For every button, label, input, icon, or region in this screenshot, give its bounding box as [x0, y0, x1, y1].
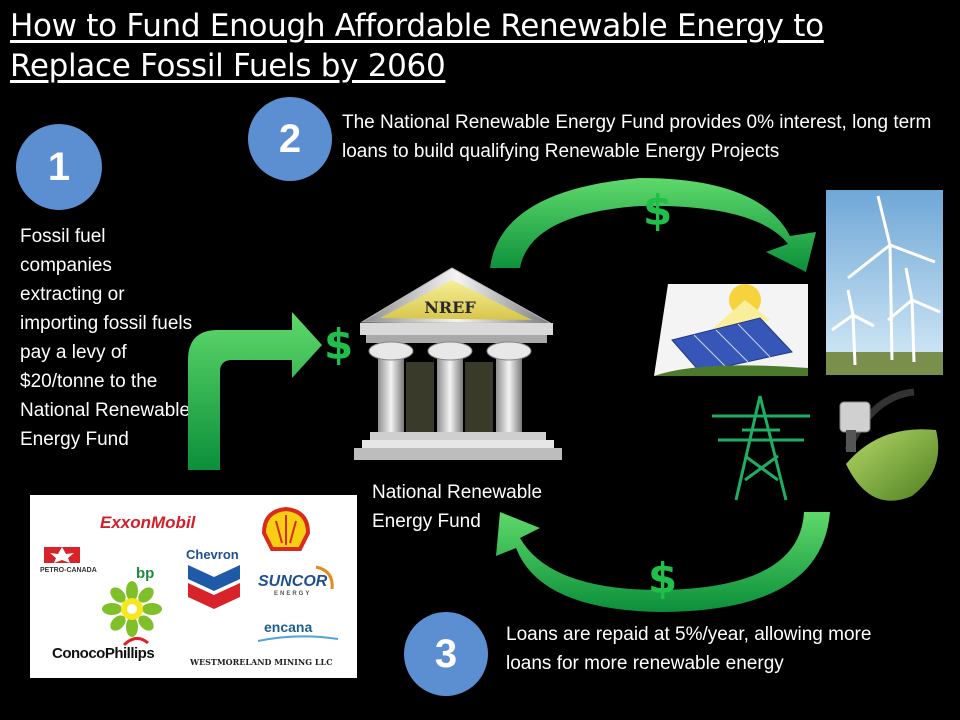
logo-suncor-sub: ENERGY: [274, 591, 312, 597]
fossil-fuel-company-logos: ExxonMobil PETRO-CANADA bp Chevron SUNCO…: [30, 495, 357, 678]
logo-suncor: SUNCOR: [258, 573, 328, 590]
page-title: How to Fund Enough Affordable Renewable …: [10, 8, 824, 84]
logo-westmoreland: WESTMORELAND MINING LLC: [190, 657, 333, 667]
power-tower-icon: [712, 395, 810, 501]
arrow-repayment: [496, 512, 830, 612]
wind-turbines-icon: [826, 190, 943, 375]
fund-caption: National Renewable Energy Fund: [372, 482, 543, 532]
arrow-levy: [188, 312, 322, 470]
chevron-chevrons-icon: [188, 565, 240, 609]
petrocanada-leaf-icon: [44, 547, 80, 563]
logo-encana: encana: [264, 619, 313, 635]
suncor-arc-icon: [315, 565, 334, 590]
logo-conocophillips: ConocoPhillips: [52, 645, 155, 662]
step-2-circle: 2: [248, 97, 332, 181]
step-1-text: Fossil fuel companies extracting or impo…: [20, 226, 193, 450]
encana-swoosh-icon: [257, 635, 339, 642]
solar-panel-icon: [654, 284, 808, 376]
logo-chevron: Chevron: [186, 547, 239, 562]
logo-exxonmobil: ExxonMobil: [100, 513, 196, 532]
shell-logo-icon: [261, 506, 311, 551]
dollar-sign-loans: $: [643, 186, 673, 235]
bank-pediment-label: NREF: [424, 298, 476, 317]
step-3-text: Loans are repaid at 5%/year, allowing mo…: [506, 624, 872, 674]
dollar-sign-repayment: $: [648, 554, 678, 603]
green-fuel-icon: [839, 388, 939, 501]
step-3-circle: 3: [404, 612, 488, 696]
dollar-sign-levy: $: [324, 320, 354, 369]
step-1-circle: 1: [16, 124, 102, 210]
step-2-text: The National Renewable Energy Fund provi…: [342, 112, 932, 162]
bank-building-icon: [354, 267, 562, 460]
bp-helios-icon: [102, 581, 162, 637]
logo-petrocanada: PETRO-CANADA: [40, 567, 97, 574]
logo-bp-text: bp: [136, 565, 155, 582]
arrow-loans: [490, 178, 816, 272]
conocophillips-mark-icon: [122, 637, 149, 647]
